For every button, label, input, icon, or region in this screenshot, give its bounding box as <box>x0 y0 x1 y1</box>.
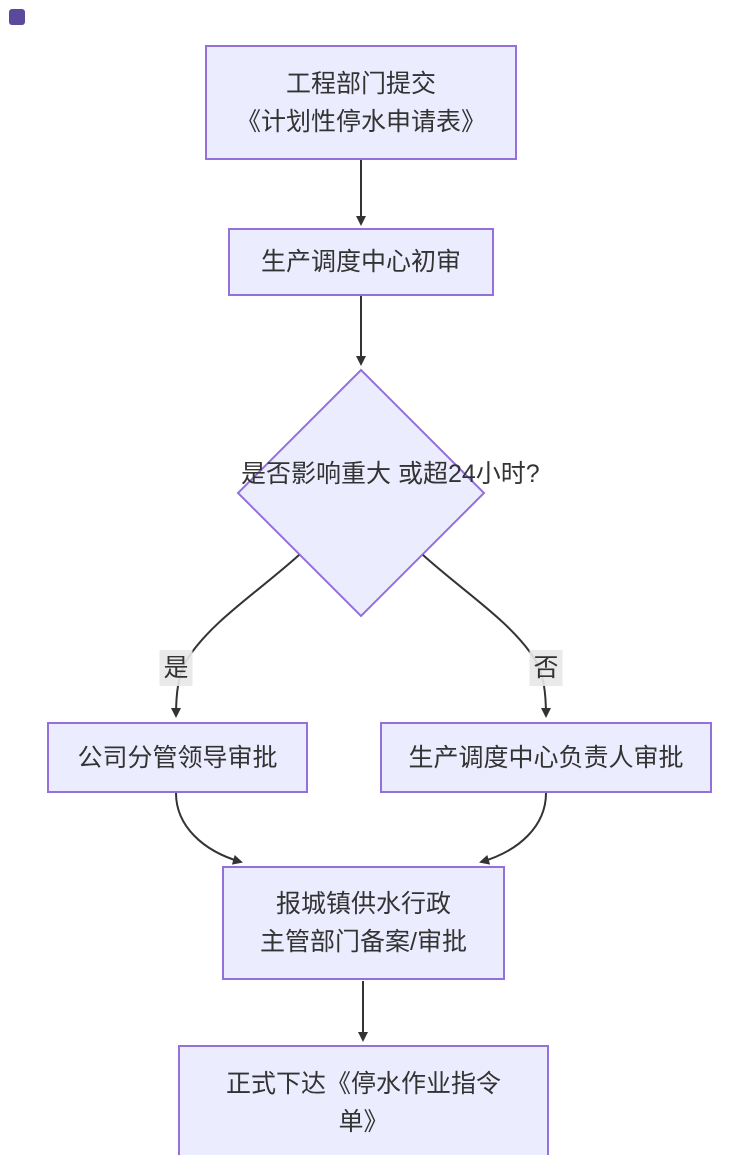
edge-label-no: 否 <box>529 650 563 686</box>
node-initial-review-label: 生产调度中心初审 <box>260 248 461 276</box>
node-report-filing: 报城镇供水行政 主管部门备案/审批 <box>222 866 505 980</box>
edge-yes <box>171 554 300 718</box>
node-submit: 工程部门提交 《计划性停水申请表》 <box>205 45 517 160</box>
decision-diamond-shape <box>236 368 486 618</box>
corner-badge <box>9 9 25 25</box>
node-report-filing-line2: 主管部门备案/审批 <box>260 928 467 956</box>
edge-head-to-filing <box>479 792 547 865</box>
edge-no <box>422 554 551 718</box>
node-leader-approval-label: 公司分管领导审批 <box>77 743 278 772</box>
node-submit-line2: 《计划性停水申请表》 <box>235 107 486 136</box>
node-center-head-approval-label: 生产调度中心负责人审批 <box>408 743 684 772</box>
node-decision-line2: 或超24小时? <box>397 460 540 488</box>
node-submit-line1: 工程部门提交 <box>285 69 436 98</box>
node-center-head-approval: 生产调度中心负责人审批 <box>380 722 712 793</box>
node-issue-order: 正式下达《停水作业指令 单》 <box>178 1045 549 1155</box>
node-report-filing-line1: 报城镇供水行政 <box>275 890 451 918</box>
node-decision-line1: 是否影响重大 <box>241 460 392 488</box>
node-leader-approval: 公司分管领导审批 <box>47 722 308 793</box>
node-issue-order-line2: 单》 <box>338 1107 389 1136</box>
edge-leader-to-filing <box>175 792 243 865</box>
node-issue-order-line1: 正式下达《停水作业指令 <box>225 1069 501 1098</box>
edge-label-yes: 是 <box>159 650 193 686</box>
node-initial-review: 生产调度中心初审 <box>228 228 494 296</box>
node-decision-label: 是否影响重大 或超24小时? <box>241 455 540 493</box>
